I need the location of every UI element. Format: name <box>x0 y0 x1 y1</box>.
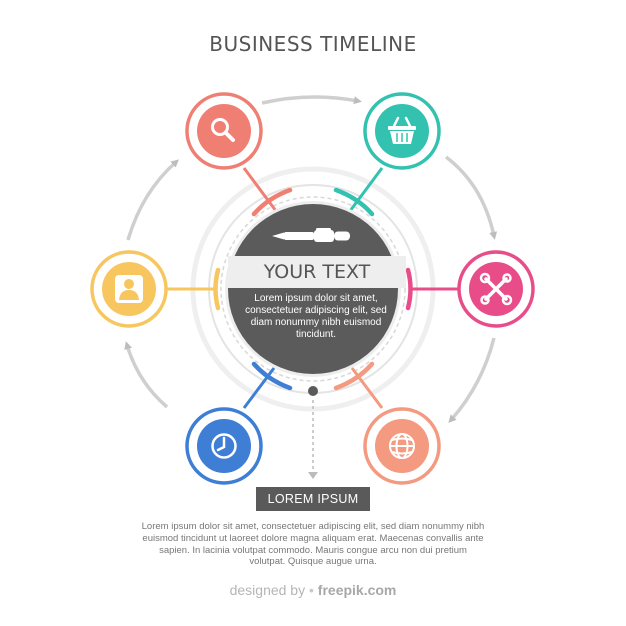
clock-icon <box>211 433 237 459</box>
basket-icon <box>388 116 416 144</box>
node-user[interactable] <box>90 250 168 328</box>
center-body-text: Lorem ipsum dolor sit amet, consectetuer… <box>245 293 387 340</box>
tools-icon <box>479 272 513 306</box>
pen-icon <box>272 228 350 242</box>
connector-search <box>242 167 293 217</box>
credit-separator: • <box>309 582 318 598</box>
center-title-band <box>228 256 406 288</box>
flow-arrow-4 <box>124 341 169 409</box>
globe-icon <box>389 433 415 459</box>
lorem-ipsum-tag: LOREM IPSUM <box>256 487 370 511</box>
dashed-ring <box>220 196 406 382</box>
connector-user <box>162 267 221 311</box>
credit-brand[interactable]: freepik.com <box>317 582 397 598</box>
footer-paragraph: Lorem ipsum dolor sit amet, consectetuer… <box>141 521 485 568</box>
user-icon <box>115 275 143 303</box>
credit-prefix: designed by <box>229 582 306 598</box>
connector-tools <box>405 267 464 311</box>
node-clock[interactable] <box>185 407 263 485</box>
flow-arrow-2 <box>444 155 498 240</box>
node-globe[interactable] <box>363 407 441 485</box>
page-title: BUSINESS TIMELINE <box>209 32 417 56</box>
flow-arrow-3 <box>448 337 496 423</box>
flow-arrow-1 <box>261 95 362 105</box>
connector-clock <box>242 361 293 409</box>
flow-arrow-5 <box>126 159 179 241</box>
node-basket[interactable] <box>363 92 441 170</box>
search-icon <box>211 118 235 142</box>
center-disk <box>228 204 398 374</box>
connector-basket <box>333 167 384 217</box>
credit-line: designed by • freepik.com <box>0 582 626 598</box>
node-search[interactable] <box>185 92 263 170</box>
pointer-arrowhead <box>308 472 318 479</box>
connector-globe <box>333 361 384 409</box>
center-title: YOUR TEXT <box>263 261 371 283</box>
pointer-dot <box>308 386 318 396</box>
node-tools[interactable] <box>457 250 535 328</box>
